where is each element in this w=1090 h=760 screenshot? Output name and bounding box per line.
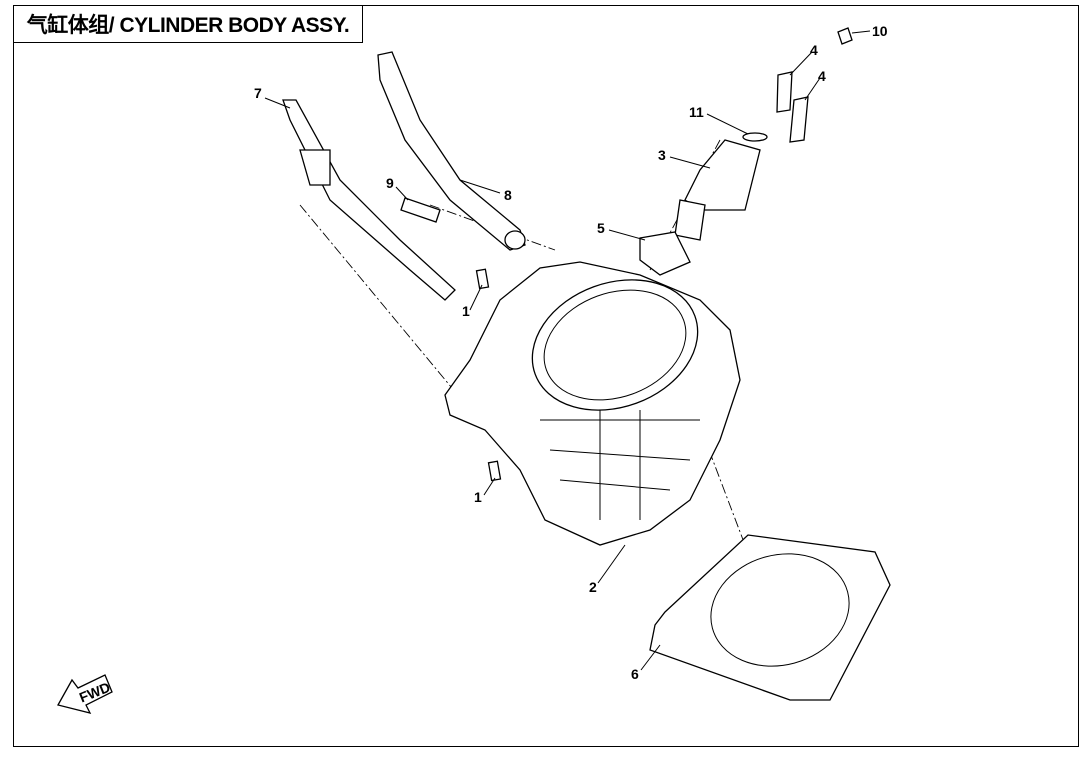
callout-2: 2	[589, 579, 597, 595]
center-line	[299, 204, 521, 471]
o-ring-part-11	[742, 132, 768, 142]
callout-11: 11	[689, 104, 704, 120]
callout-3: 3	[658, 147, 666, 163]
fwd-arrow-icon: FWD	[57, 674, 113, 714]
dowel-pin-part-1	[487, 460, 502, 482]
pivot-bolt-part-9	[400, 197, 441, 223]
chain-guide-part-7	[282, 99, 456, 301]
tensioner-arm-bushing	[504, 230, 526, 250]
tensioner-gasket-part-5	[639, 231, 691, 276]
drawing-frame	[13, 5, 1079, 747]
callout-4: 4	[818, 68, 826, 84]
callout-4: 4	[810, 42, 818, 58]
callout-7: 7	[254, 85, 262, 101]
gasket-bore	[710, 553, 850, 667]
callout-1: 1	[474, 489, 482, 505]
callout-5: 5	[597, 220, 605, 236]
center-line	[429, 204, 556, 251]
tensioner-arm-part-8	[377, 51, 526, 251]
fwd-label: FWD	[77, 679, 113, 706]
callout-8: 8	[504, 187, 512, 203]
screw-part-10	[837, 27, 853, 45]
bolt-part-4	[789, 96, 809, 143]
diagram-title: 气缸体组/ CYLINDER BODY ASSY.	[13, 5, 363, 43]
dowel-pin-part-1	[475, 268, 490, 290]
callout-10: 10	[872, 23, 888, 39]
chain-tensioner-part-3	[684, 139, 761, 211]
tensioner-plunger	[674, 199, 706, 241]
callout-1: 1	[462, 303, 470, 319]
cylinder-fins	[540, 410, 700, 520]
cylinder-bore	[531, 279, 699, 411]
callout-9: 9	[386, 175, 394, 191]
chain-guide-tab	[299, 149, 331, 186]
cylinder-liner	[543, 289, 687, 401]
callout-6: 6	[631, 666, 639, 682]
bolt-part-4	[776, 71, 793, 113]
base-gasket-part-6	[649, 534, 891, 701]
